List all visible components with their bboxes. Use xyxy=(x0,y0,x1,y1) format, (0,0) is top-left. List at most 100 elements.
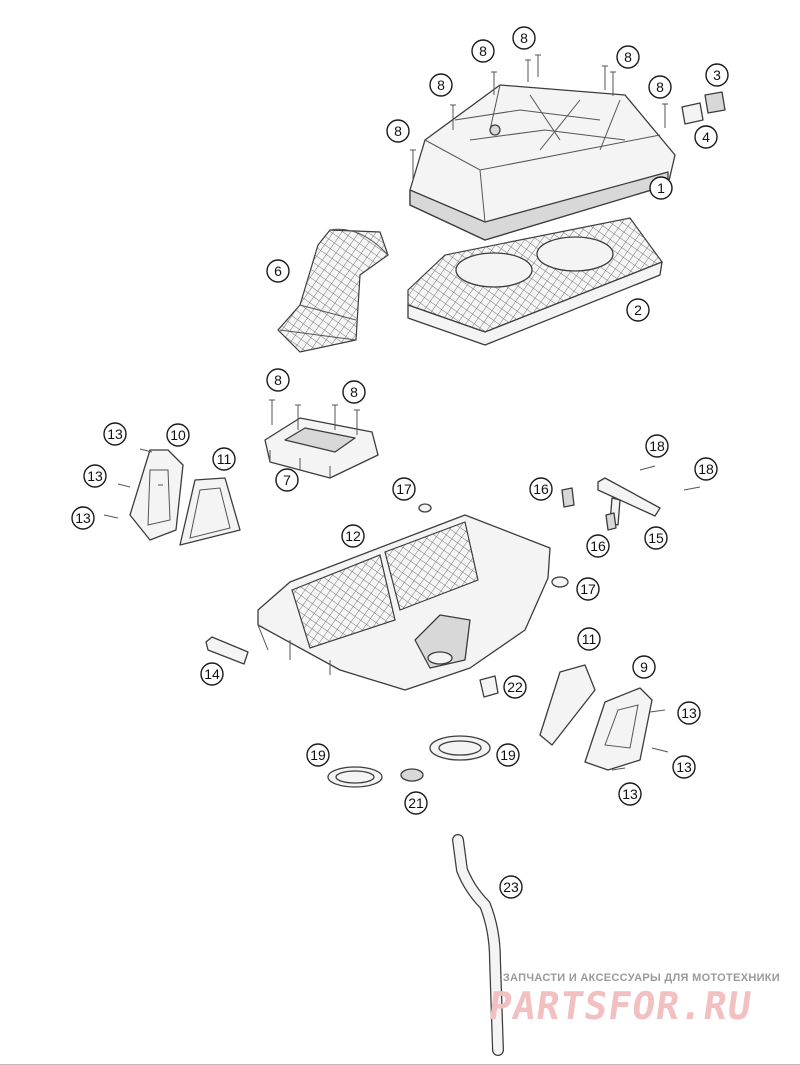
intake-boot xyxy=(277,228,389,353)
svg-text:1: 1 xyxy=(657,180,665,196)
callout-16-a: 16 xyxy=(529,477,553,501)
watermark-tagline: ЗАПЧАСТИ И АКСЕССУАРЫ ДЛЯ МОТОТЕХНИКИ xyxy=(502,972,780,984)
gasket-right xyxy=(539,664,596,746)
gasket-left xyxy=(179,477,241,546)
callout-8-c: 8 xyxy=(616,45,640,69)
svg-text:16: 16 xyxy=(590,538,606,554)
callout-13-e: 13 xyxy=(672,755,696,779)
callout-13-c: 13 xyxy=(71,506,95,530)
bolt-group-cover xyxy=(410,54,668,180)
grommets-17 xyxy=(418,503,569,588)
svg-text:3: 3 xyxy=(713,67,721,83)
callout-3: 3 xyxy=(705,63,729,87)
svg-text:6: 6 xyxy=(274,263,282,279)
rail-15 xyxy=(597,477,661,526)
callout-8-g: 8 xyxy=(266,368,290,392)
callout-18-b: 18 xyxy=(694,457,718,481)
svg-text:19: 19 xyxy=(310,747,326,763)
svg-text:21: 21 xyxy=(408,795,424,811)
svg-text:8: 8 xyxy=(350,384,358,400)
callout-7: 7 xyxy=(275,468,299,492)
svg-text:13: 13 xyxy=(676,759,692,775)
airbox-base xyxy=(257,514,551,691)
callout-12: 12 xyxy=(341,524,365,548)
cap-and-gasket xyxy=(681,91,726,125)
svg-text:11: 11 xyxy=(217,451,232,467)
callout-8-f: 8 xyxy=(386,119,410,143)
bracket-left xyxy=(103,448,184,541)
screws-18 xyxy=(639,465,701,491)
svg-text:17: 17 xyxy=(580,581,596,597)
svg-text:14: 14 xyxy=(204,666,220,682)
callout-8-h: 8 xyxy=(342,380,366,404)
callout-2: 2 xyxy=(626,298,650,322)
svg-text:18: 18 xyxy=(698,461,714,477)
callout-13-a: 13 xyxy=(103,422,127,446)
svg-text:13: 13 xyxy=(107,426,123,442)
svg-text:17: 17 xyxy=(396,481,412,497)
callout-17-b: 17 xyxy=(576,577,600,601)
svg-text:12: 12 xyxy=(345,528,361,544)
seal-19-right xyxy=(429,735,491,761)
svg-text:18: 18 xyxy=(649,438,665,454)
flange-assembly xyxy=(264,399,379,479)
bracket-right xyxy=(584,687,669,771)
svg-text:15: 15 xyxy=(648,530,664,546)
svg-text:8: 8 xyxy=(274,372,282,388)
svg-text:8: 8 xyxy=(479,43,487,59)
callout-11-a: 11 xyxy=(212,447,236,471)
clip-14 xyxy=(205,636,249,665)
callout-11-b: 11 xyxy=(577,627,601,651)
svg-text:13: 13 xyxy=(622,786,638,802)
hose-23 xyxy=(452,834,504,1056)
callout-13-b: 13 xyxy=(83,464,107,488)
callout-4: 4 xyxy=(694,125,718,149)
callout-17-a: 17 xyxy=(392,477,416,501)
svg-text:23: 23 xyxy=(503,879,519,895)
svg-text:13: 13 xyxy=(75,510,91,526)
callout-10: 10 xyxy=(166,423,190,447)
callout-8-b: 8 xyxy=(512,26,536,50)
callout-6: 6 xyxy=(266,259,290,283)
callout-19-a: 19 xyxy=(306,743,330,767)
callout-21: 21 xyxy=(404,791,428,815)
svg-text:13: 13 xyxy=(681,705,697,721)
svg-text:2: 2 xyxy=(634,302,642,318)
callout-9: 9 xyxy=(632,655,656,679)
svg-text:8: 8 xyxy=(520,30,528,46)
svg-text:10: 10 xyxy=(170,427,186,443)
callout-8-e: 8 xyxy=(648,75,672,99)
svg-text:13: 13 xyxy=(87,468,103,484)
drain-valve-22 xyxy=(479,675,499,698)
svg-text:8: 8 xyxy=(656,79,664,95)
callout-8-a: 8 xyxy=(471,39,495,63)
air-filter xyxy=(407,217,663,346)
nuts-16 xyxy=(561,487,617,531)
svg-text:8: 8 xyxy=(624,49,632,65)
svg-text:7: 7 xyxy=(283,472,291,488)
svg-text:22: 22 xyxy=(507,679,523,695)
callout-8-d: 8 xyxy=(429,73,453,97)
watermark-logo: PARTSFOR.RU xyxy=(486,984,756,1028)
callout-1: 1 xyxy=(649,176,673,200)
callout-15: 15 xyxy=(644,526,668,550)
callout-18-a: 18 xyxy=(645,434,669,458)
svg-text:19: 19 xyxy=(500,747,516,763)
svg-text:8: 8 xyxy=(394,123,402,139)
svg-text:16: 16 xyxy=(533,481,549,497)
callout-13-d: 13 xyxy=(677,701,701,725)
svg-text:9: 9 xyxy=(640,659,648,675)
callout-19-b: 19 xyxy=(496,743,520,767)
callout-16-b: 16 xyxy=(586,534,610,558)
svg-text:8: 8 xyxy=(437,77,445,93)
callout-22: 22 xyxy=(503,675,527,699)
callout-13-f: 13 xyxy=(618,782,642,806)
callout-14: 14 xyxy=(200,662,224,686)
grommet-21 xyxy=(400,768,424,782)
airbox-cover xyxy=(409,84,676,241)
seal-19-left xyxy=(327,766,383,788)
svg-text:4: 4 xyxy=(702,129,710,145)
callout-23: 23 xyxy=(499,875,523,899)
svg-text:11: 11 xyxy=(582,631,597,647)
